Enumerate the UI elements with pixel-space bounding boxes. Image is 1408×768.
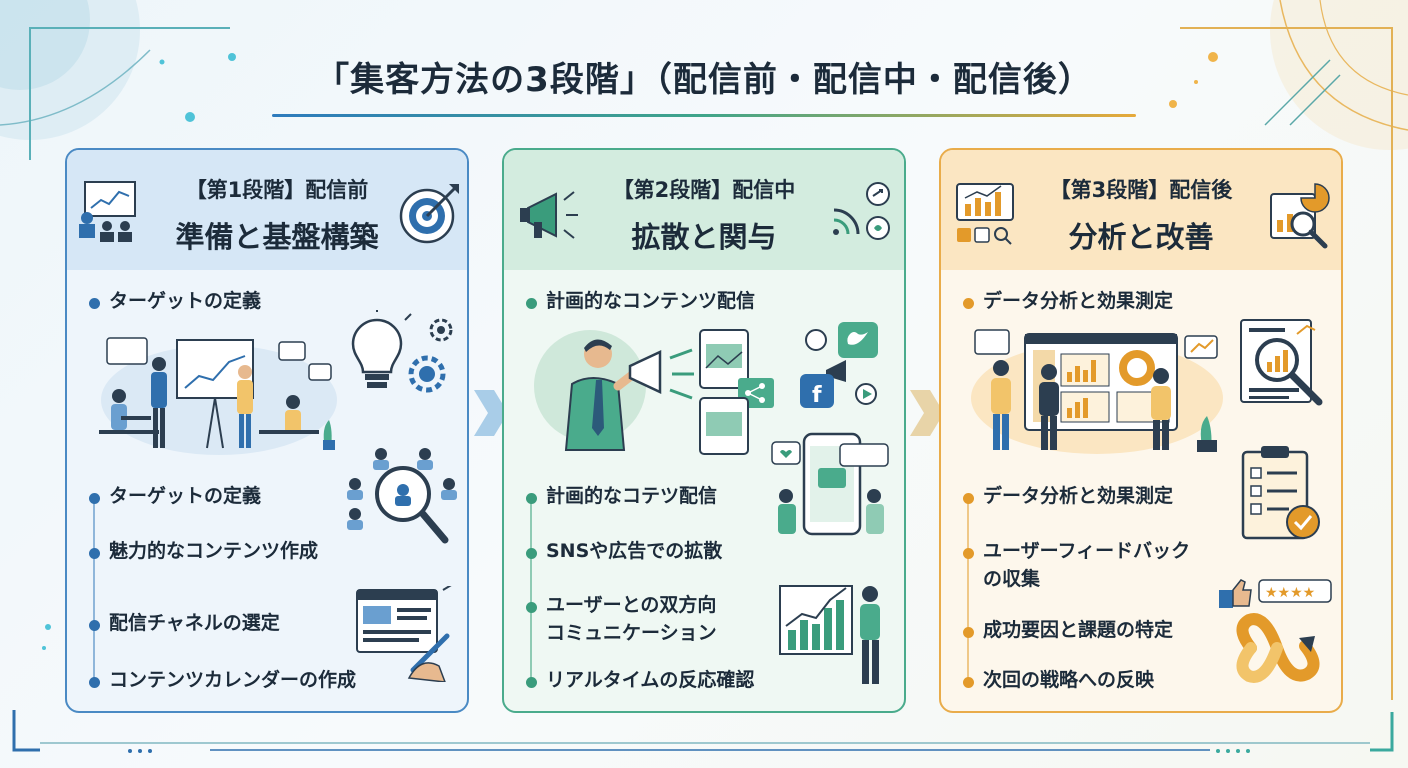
bullet-dot bbox=[963, 298, 974, 309]
broadcast-icon bbox=[833, 182, 890, 240]
timeline-line bbox=[530, 495, 532, 680]
bullet-dot bbox=[963, 627, 974, 638]
stage-item: ターゲットの定義 bbox=[109, 290, 262, 312]
stage-panel-after: 【第3段階】配信後 分析と改善 データ分析と効果測定 bbox=[939, 148, 1343, 713]
stage-item: ターゲットの定義 bbox=[109, 485, 262, 507]
bullet-dot bbox=[89, 548, 100, 559]
social-media-icon: f bbox=[800, 322, 878, 408]
bullet-dot bbox=[89, 620, 100, 631]
stage-label: 【第3段階】配信後 bbox=[1049, 178, 1233, 202]
stage-item: 計画的なコテツ配信 bbox=[546, 485, 718, 507]
bullet-dot bbox=[526, 298, 537, 309]
stage-item: リアルタイムの反応確認 bbox=[546, 669, 755, 691]
svg-text:★★★★: ★★★★ bbox=[1265, 585, 1315, 601]
stage-item: データ分析と効果測定 bbox=[983, 290, 1174, 312]
stage-item: 次回の戦略への反映 bbox=[983, 669, 1155, 691]
growth-chart-icon bbox=[779, 585, 880, 684]
title-underline bbox=[272, 114, 1136, 117]
stage-header: 【第2段階】配信中 拡散と関与 bbox=[504, 150, 904, 270]
smartphone-interaction-icon bbox=[771, 432, 889, 536]
content-editing-icon bbox=[356, 586, 452, 682]
stage-header: 【第1段階】配信前 準備と基盤構築 bbox=[67, 150, 467, 270]
stage-header: 【第3段階】配信後 分析と改善 bbox=[941, 150, 1341, 270]
megaphone-person-illustration bbox=[534, 329, 774, 455]
stage-item: データ分析と効果測定 bbox=[983, 485, 1174, 507]
bullet-dot bbox=[526, 548, 537, 559]
stage-item: 成功要因と課題の特定 bbox=[983, 619, 1174, 641]
bullet-dot bbox=[526, 677, 537, 688]
bullet-dot bbox=[526, 493, 537, 504]
arrow-right-icon bbox=[910, 390, 944, 436]
stage-item: コンテンツカレンダーの作成 bbox=[109, 669, 357, 691]
bullet-dot bbox=[963, 677, 974, 688]
bullet-dot bbox=[963, 548, 974, 559]
stage-title: 準備と基盤構築 bbox=[175, 220, 379, 254]
stage-item: 配信チャネルの選定 bbox=[109, 612, 280, 634]
bullet-dot bbox=[963, 493, 974, 504]
stage-item: 計画的なコンテンツ配信 bbox=[546, 290, 756, 312]
stage-label: 【第1段階】配信前 bbox=[185, 178, 369, 202]
team-meeting-illustration bbox=[99, 337, 337, 455]
stage-item: SNSや広告での拡散 bbox=[546, 540, 723, 562]
data-dashboard-illustration bbox=[971, 329, 1223, 454]
lightbulb-gear-icon bbox=[351, 310, 453, 393]
svg-text:f: f bbox=[812, 383, 822, 408]
audience-search-icon bbox=[347, 448, 457, 544]
feedback-cycle-icon: ★★★★ bbox=[1219, 579, 1332, 683]
stage-item: 魅力的なコンテンツ作成 bbox=[109, 540, 319, 562]
checklist-clipboard-icon bbox=[1241, 446, 1320, 540]
stage-panel-during: 【第2段階】配信中 拡散と関与 計画的なコンテンツ配信 bbox=[502, 148, 906, 713]
bullet-dot bbox=[526, 602, 537, 613]
timeline-line bbox=[93, 495, 95, 680]
report-analysis-icon bbox=[1270, 183, 1330, 249]
bullet-dot bbox=[89, 493, 100, 504]
report-magnifier-icon bbox=[1240, 319, 1323, 406]
megaphone-icon bbox=[520, 191, 578, 239]
stage-panel-before: 【第1段階】配信前 準備と基盤構築 ターゲットの定義 bbox=[65, 148, 469, 713]
stage-label: 【第2段階】配信中 bbox=[612, 178, 796, 202]
stage-title: 分析と改善 bbox=[1068, 220, 1214, 254]
page-title: 「集客方法の3段階」（配信前・配信中・配信後） bbox=[315, 60, 1093, 100]
stage-item: ユーザーとの双方向 コミュニケーション bbox=[546, 594, 717, 644]
analytics-dashboard-icon bbox=[956, 183, 1014, 245]
bullet-dot bbox=[89, 298, 100, 309]
arrow-right-icon bbox=[474, 390, 508, 436]
stage-title: 拡散と関与 bbox=[631, 220, 777, 254]
stage-item: ユーザーフィードバック の収集 bbox=[983, 540, 1191, 590]
bullet-dot bbox=[89, 677, 100, 688]
timeline-line bbox=[967, 495, 969, 680]
target-icon bbox=[399, 184, 459, 244]
presentation-icon bbox=[79, 181, 136, 242]
